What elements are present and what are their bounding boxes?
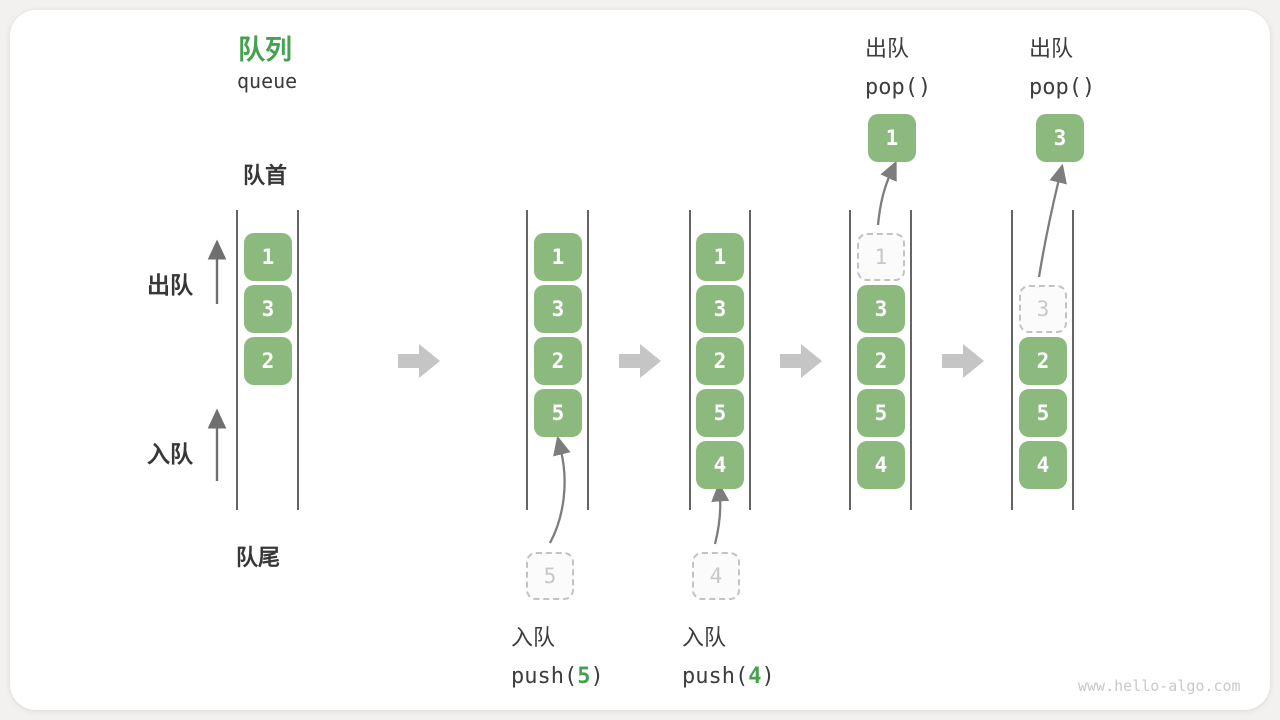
queue-cell: 2 — [857, 337, 905, 385]
queue-cell: 5 — [696, 389, 744, 437]
queue-cell: 1 — [244, 233, 292, 281]
queue-cell: 1 — [696, 233, 744, 281]
queue-cell: 3 — [857, 285, 905, 333]
watermark: www.hello-algo.com — [1078, 677, 1241, 695]
enqueue-op-zh: 入队 — [682, 625, 727, 650]
page-title: 队列 — [238, 35, 292, 65]
queue-cell: 4 — [857, 441, 905, 489]
dequeue-op-zh: 出队 — [865, 36, 910, 61]
code-suffix: ) — [590, 664, 604, 689]
page-subtitle: queue — [237, 69, 298, 93]
enqueue-op-code: push(4) — [682, 664, 775, 689]
queue-cell: 5 — [1019, 389, 1067, 437]
queue-cell: 2 — [1019, 337, 1067, 385]
enqueue-side-label: 入队 — [147, 441, 193, 467]
queue-rear-label: 队尾 — [236, 545, 281, 570]
dequeue-side-label: 出队 — [147, 272, 193, 298]
popped-cell: 1 — [868, 114, 916, 162]
code-prefix: push( — [682, 664, 749, 689]
queue-front-label: 队首 — [243, 163, 288, 188]
removed-cell-ghost: 3 — [1019, 285, 1067, 333]
popped-cell: 3 — [1036, 114, 1084, 162]
dequeue-op-zh: 出队 — [1029, 36, 1074, 61]
enqueue-op-label-1: 入队 push(5) — [511, 620, 604, 689]
dequeue-op-code: pop() — [1029, 75, 1096, 100]
queue-cell: 3 — [534, 285, 582, 333]
queue-cell: 3 — [696, 285, 744, 333]
code-suffix: ) — [761, 664, 775, 689]
queue-cell: 2 — [696, 337, 744, 385]
dequeue-op-code: pop() — [865, 75, 932, 100]
figure-card — [10, 10, 1270, 710]
queue-cell: 3 — [244, 285, 292, 333]
enqueue-op-code: push(5) — [511, 664, 604, 689]
dequeue-op-label-2: 出队 pop() — [1029, 31, 1095, 100]
queue-cell: 2 — [534, 337, 582, 385]
queue-cell: 1 — [534, 233, 582, 281]
code-arg: 4 — [748, 664, 762, 689]
pending-enqueue-cell: 5 — [526, 552, 574, 600]
code-arg: 5 — [577, 664, 591, 689]
queue-cell: 5 — [857, 389, 905, 437]
dequeue-op-label-1: 出队 pop() — [865, 31, 931, 100]
pending-enqueue-cell: 4 — [692, 552, 740, 600]
removed-cell-ghost: 1 — [857, 233, 905, 281]
queue-cell: 2 — [244, 337, 292, 385]
queue-cell: 5 — [534, 389, 582, 437]
code-prefix: push( — [511, 664, 578, 689]
enqueue-op-label-2: 入队 push(4) — [682, 620, 775, 689]
enqueue-op-zh: 入队 — [511, 625, 556, 650]
queue-cell: 4 — [1019, 441, 1067, 489]
queue-cell: 4 — [696, 441, 744, 489]
